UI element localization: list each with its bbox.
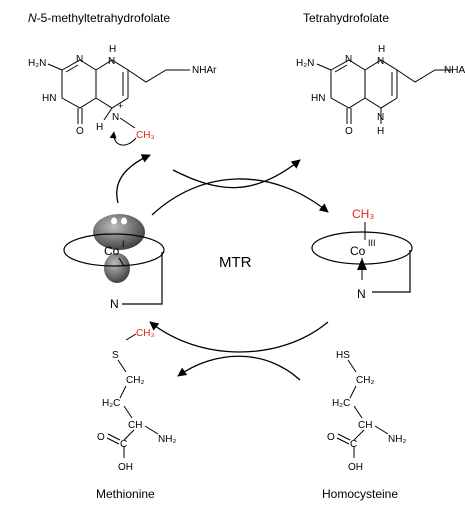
- orbital-lobe-bottom: [104, 253, 130, 283]
- title-methyltetrahydrofolate: N-5-methyltetrahydrofolate: [28, 11, 170, 25]
- methionine-ch2: CH₂: [126, 375, 144, 386]
- cob-i-complex: Co I N: [63, 214, 165, 311]
- mthf-h2n: H₂N: [28, 58, 46, 69]
- methyltetrahydrofolate-structure: [47, 59, 190, 129]
- methionine-s: S: [112, 350, 119, 361]
- mthf-n-a: N: [76, 54, 83, 65]
- enzyme-label-mtr: MTR: [219, 254, 252, 271]
- thf-n-top: N: [377, 56, 384, 67]
- dmb-ligand-left: [122, 252, 163, 305]
- homocysteine-ch: CH: [358, 420, 372, 431]
- cobalt-left-symbol: Co: [104, 244, 120, 258]
- thf-h5: H: [377, 126, 384, 137]
- methionine-structure: [106, 333, 159, 458]
- mthf-ch3: CH₃: [136, 130, 155, 141]
- thf-hn: HN: [311, 93, 325, 104]
- cobalt-right-symbol: Co: [350, 244, 366, 258]
- thf-nhar: NHA: [444, 65, 465, 76]
- homocysteine-o: O: [327, 432, 335, 443]
- thf-n5: N: [377, 112, 384, 123]
- methionine-ch3: CH₃: [136, 328, 155, 339]
- mthf-o: O: [76, 126, 84, 137]
- methionine-c: C: [120, 439, 127, 450]
- mthf-h: H: [96, 122, 103, 133]
- methionine-o: O: [97, 432, 105, 443]
- homocysteine-c: C: [350, 439, 357, 450]
- cob-iii-complex: CH₃ Co III N: [311, 207, 413, 301]
- cobalt-left-n: N: [110, 297, 119, 311]
- mthf-hn: HN: [42, 93, 56, 104]
- mthf-n-top: N: [108, 56, 115, 67]
- title-methionine: Methionine: [96, 487, 155, 501]
- thf-o: O: [345, 126, 353, 137]
- methyl-cobalamin-ch3: CH₃: [352, 207, 374, 221]
- methionine-oh: OH: [118, 462, 133, 473]
- cycle-arc-top: [151, 178, 329, 216]
- homocysteine-hs: HS: [336, 350, 350, 361]
- thf-release-arrow: [172, 159, 301, 189]
- electron-push-arrow: [109, 131, 137, 146]
- homocysteine-nh2: NH₂: [388, 434, 406, 445]
- dmb-ligand-right: [372, 250, 411, 293]
- mthf-nhar: NHAr: [192, 65, 217, 76]
- methionine-nh2: NH₂: [158, 434, 176, 445]
- mthf-plus: +: [118, 101, 123, 111]
- mthf-nh-top-h: H: [109, 44, 116, 55]
- homocysteine-oh: OH: [348, 462, 363, 473]
- cobalt-right-n: N: [357, 287, 366, 301]
- orbital-lobe-top: [93, 214, 145, 250]
- title-homocysteine: Homocysteine: [322, 487, 398, 501]
- methyl-transfer-arrow: [116, 154, 151, 204]
- tetrahydrofolate-structure: [316, 59, 452, 124]
- homocysteine-ch2: CH₂: [356, 375, 374, 386]
- corrin-ring-ellipse-left: [63, 233, 165, 267]
- cobalt-right-state: III: [368, 238, 376, 248]
- homocysteine-structure: [336, 359, 389, 458]
- homocysteine-h2c: H₂C: [332, 398, 350, 409]
- mthf-n5: N: [112, 112, 119, 123]
- thf-n-a: N: [345, 54, 352, 65]
- cycle-arc-bottom: [149, 321, 329, 353]
- cobalt-left-state: I: [122, 239, 125, 249]
- methionine-ch: CH: [128, 420, 142, 431]
- title-tetrahydrofolate: Tetrahydrofolate: [303, 11, 389, 25]
- thf-nh-top-h: H: [378, 44, 385, 55]
- methionine-h2c: H₂C: [102, 398, 120, 409]
- thf-h2n: H₂N: [296, 58, 314, 69]
- methionine-release-arrow: [177, 355, 301, 381]
